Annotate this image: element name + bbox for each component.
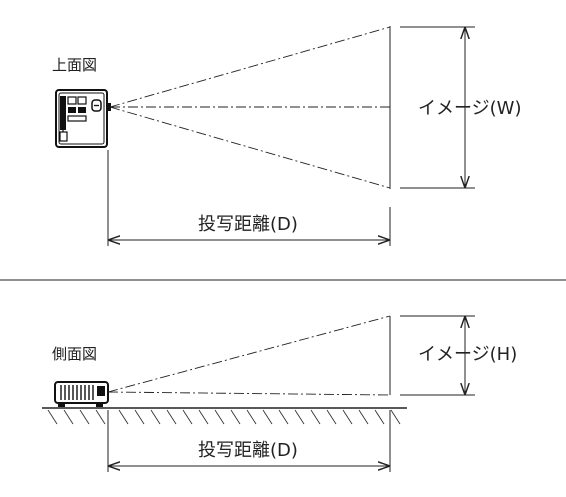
projector-side-icon <box>54 381 109 407</box>
throw-distance-label-top: 投写距離(D) <box>198 214 298 235</box>
floor-hatching <box>47 409 401 425</box>
side-view-title: 側面図 <box>52 345 97 363</box>
top-view-title: 上面図 <box>52 56 97 74</box>
image-width-label: イメージ(W) <box>418 98 521 119</box>
projector-top-icon <box>55 89 111 148</box>
top-view: 上面図 イメージ(W) <box>52 26 521 246</box>
throw-distance-label-side: 投写距離(D) <box>198 440 298 461</box>
image-height-label: イメージ(H) <box>418 344 517 365</box>
side-view: 側面図 イメージ( <box>42 315 517 472</box>
